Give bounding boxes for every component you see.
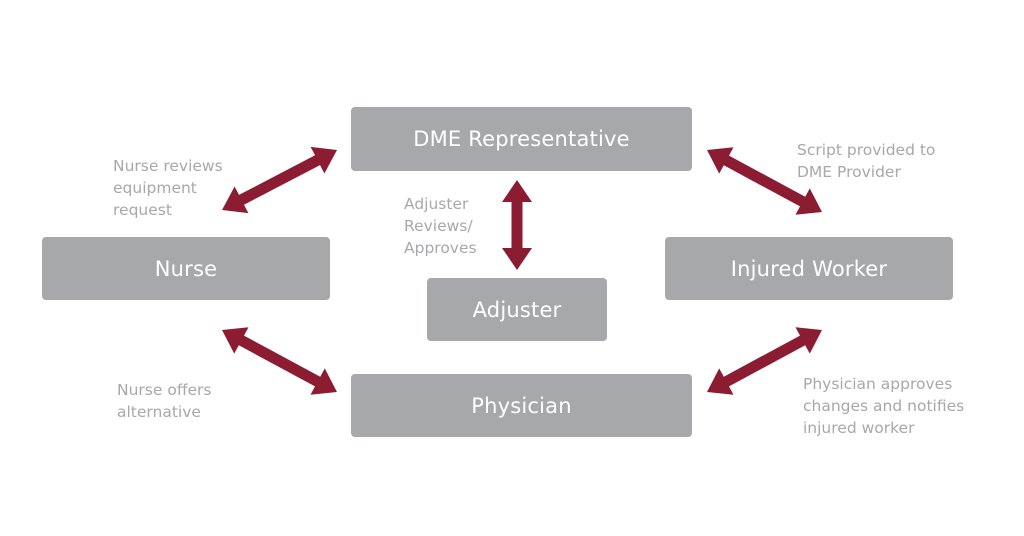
physician-label: Physician <box>471 393 572 418</box>
adjuster-box: Adjuster <box>427 278 607 341</box>
dme-adjuster-arrow <box>502 180 532 270</box>
dme-injured-worker-arrow <box>707 147 822 215</box>
injured-worker-box: Injured Worker <box>665 237 953 300</box>
nurse-physician-arrow <box>222 327 337 395</box>
adjuster-label: Adjuster <box>472 297 562 322</box>
nurse-box: Nurse <box>42 237 330 300</box>
dme-representative-label: DME Representative <box>413 127 630 151</box>
physician-injured-worker-arrow <box>707 327 822 395</box>
nurse-reviews-annotation: Nurse reviews equipment request <box>113 157 223 219</box>
injured-worker-label: Injured Worker <box>730 256 888 281</box>
physician-box: Physician <box>351 374 692 437</box>
nurse-dme-arrow <box>222 146 337 214</box>
adjuster-reviews-annotation: Adjuster Reviews/ Approves <box>404 195 477 257</box>
nurse-label: Nurse <box>154 256 218 281</box>
dme-representative-box: DME Representative <box>351 107 692 171</box>
nurse-offers-annotation: Nurse offers alternative <box>117 381 212 421</box>
script-provided-annotation: Script provided to DME Provider <box>797 141 936 181</box>
physician-approves-annotation: Physician approves changes and notifies … <box>803 375 965 437</box>
